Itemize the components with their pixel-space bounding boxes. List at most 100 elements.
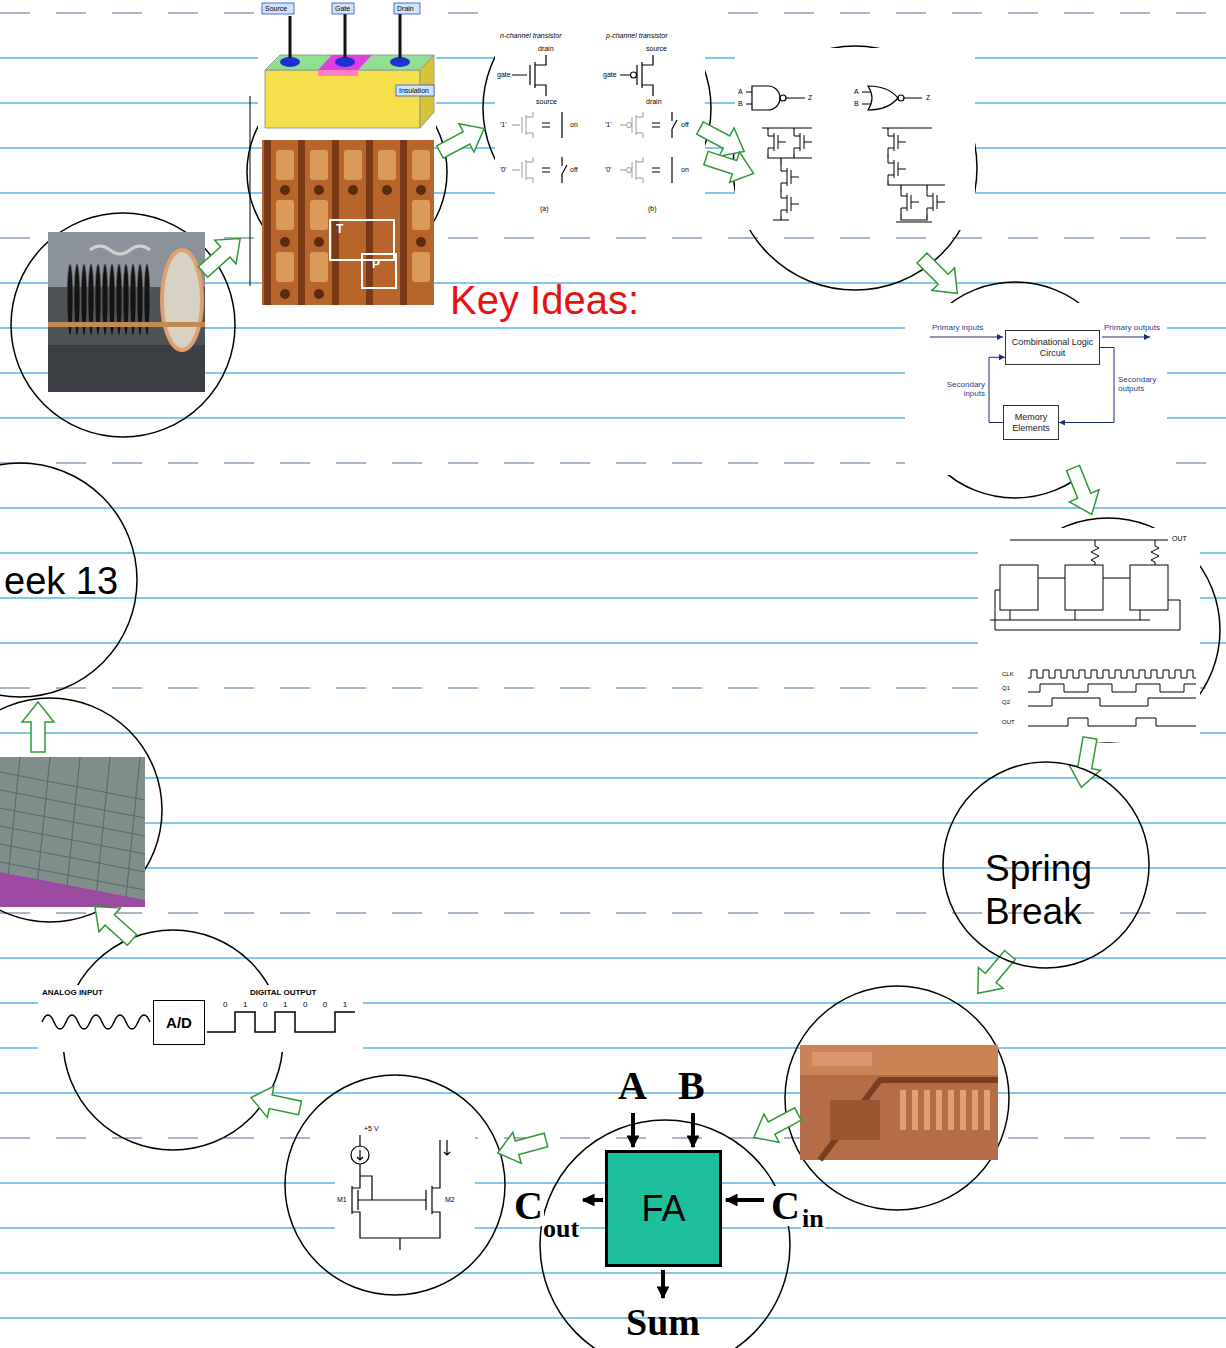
current-mirror-schematic xyxy=(335,1122,475,1257)
chip-micrograph xyxy=(800,1045,998,1075)
transistor-structure-drawing xyxy=(394,3,420,14)
ring-counter-schematic xyxy=(1130,565,1168,610)
die-photo xyxy=(262,140,434,305)
analog-digital-converter xyxy=(207,1012,355,1032)
ring-counter-schematic xyxy=(1010,540,1168,541)
signal-name: OUT xyxy=(1172,535,1187,542)
current-mirror-schematic xyxy=(351,1135,450,1250)
signal-name: A xyxy=(738,88,743,95)
wafer-furnace-photo xyxy=(48,232,205,392)
process-box: Combinational Logic Circuit xyxy=(1005,330,1100,365)
signal-name: Q1 xyxy=(1002,685,1010,691)
figure-tag: (b) xyxy=(648,205,657,212)
analog-digital-converter xyxy=(38,985,363,1052)
signal-label: Primary inputs xyxy=(932,324,983,332)
die-photo xyxy=(362,254,396,288)
wafer-die-photo xyxy=(0,757,145,907)
transistor-structure-drawing xyxy=(265,70,420,128)
device-name: M1 xyxy=(337,1196,347,1203)
transistor-structure-drawing xyxy=(280,57,300,67)
pin-name: source xyxy=(536,98,557,105)
sequential-block-diagram xyxy=(905,303,1167,475)
transistor-switch-symbols xyxy=(495,0,705,225)
logic-gate-schematics xyxy=(781,165,799,189)
signal-name: CLK xyxy=(1002,671,1014,677)
signal-subscript: in xyxy=(801,1206,825,1232)
transistor-switch-symbols xyxy=(620,55,653,96)
topic-circle xyxy=(733,46,977,290)
die-photo xyxy=(264,140,271,305)
pin-name: drain xyxy=(646,98,662,105)
sequential-block-diagram xyxy=(905,303,1167,475)
adder-signal-arrow xyxy=(631,1113,635,1147)
analog-digital-converter xyxy=(42,1015,150,1029)
pin-name: gate xyxy=(603,71,617,78)
logic-value: '0' xyxy=(605,166,612,173)
die-photo xyxy=(280,237,290,247)
switch-state: off xyxy=(681,121,689,128)
signal-name: Q2 xyxy=(1002,699,1010,705)
wafer-furnace-photo xyxy=(48,322,205,327)
part-name: Gate xyxy=(335,5,350,12)
die-photo xyxy=(416,237,426,247)
transistor-switch-symbols xyxy=(627,123,632,128)
sequential-block-diagram xyxy=(930,337,1003,338)
part-name: Source xyxy=(265,5,287,12)
transistor-structure-drawing xyxy=(262,3,294,14)
signal-name: B xyxy=(854,100,859,107)
chip-micrograph xyxy=(900,1090,906,1130)
wafer-die-photo xyxy=(0,872,145,907)
chip-micrograph xyxy=(936,1090,942,1130)
chip-micrograph xyxy=(800,1045,998,1160)
logic-value: '1' xyxy=(605,121,612,128)
signal-name: C xyxy=(513,1186,544,1226)
topic-circle: Spring Break xyxy=(942,761,1150,969)
region-letter: T xyxy=(336,223,343,235)
figure-tag: (a) xyxy=(540,205,549,212)
logic-gate-schematics xyxy=(927,190,945,214)
signal-label: ANALOG INPUT xyxy=(42,989,103,997)
die-photo xyxy=(400,140,407,305)
ring-counter-schematic xyxy=(990,540,1196,726)
transistor-structure-drawing xyxy=(290,14,400,58)
topic-circle xyxy=(11,213,235,437)
switch-state: off xyxy=(570,166,578,173)
node-label: Memory Elements xyxy=(1007,412,1055,433)
die-photo xyxy=(276,200,294,230)
circle-outline xyxy=(0,463,137,697)
topic-circle xyxy=(540,1120,790,1348)
die-photo xyxy=(310,252,328,282)
wafer-die-photo xyxy=(0,757,145,907)
die-photo xyxy=(310,150,328,180)
ring-counter-schematic xyxy=(1065,565,1103,610)
chip-micrograph xyxy=(960,1090,966,1130)
logic-gate-schematics xyxy=(888,157,906,181)
logic-gate-schematics xyxy=(794,130,812,154)
signal-label: Secondary outputs xyxy=(1118,376,1164,394)
transistor-switch-symbols xyxy=(512,112,533,138)
signal-name: A xyxy=(854,88,859,95)
transistor-structure-drawing xyxy=(250,96,251,286)
topic-circle xyxy=(0,698,162,922)
logic-gate-schematics xyxy=(746,86,945,222)
die-photo xyxy=(412,200,430,230)
switch-state: on xyxy=(570,121,578,128)
die-photo xyxy=(314,289,324,299)
logic-value: '0' xyxy=(500,166,507,173)
chip-micrograph xyxy=(924,1090,930,1130)
transistor-switch-symbols xyxy=(620,112,643,138)
topic-circle: eek 13 xyxy=(0,462,138,698)
transistor-switch-symbols xyxy=(512,55,546,96)
transistor-switch-symbols xyxy=(631,72,637,78)
flow-arrow xyxy=(1066,735,1106,790)
ring-counter-schematic xyxy=(1028,684,1196,692)
current-mirror-schematic xyxy=(352,1164,426,1214)
die-photo xyxy=(378,150,396,180)
current-mirror-schematic xyxy=(357,1135,363,1160)
die-photo xyxy=(264,140,407,305)
die-photo xyxy=(314,237,324,247)
wafer-furnace-photo xyxy=(48,345,205,392)
region-letter: P xyxy=(372,258,380,270)
node-label: eek 13 xyxy=(4,560,134,604)
